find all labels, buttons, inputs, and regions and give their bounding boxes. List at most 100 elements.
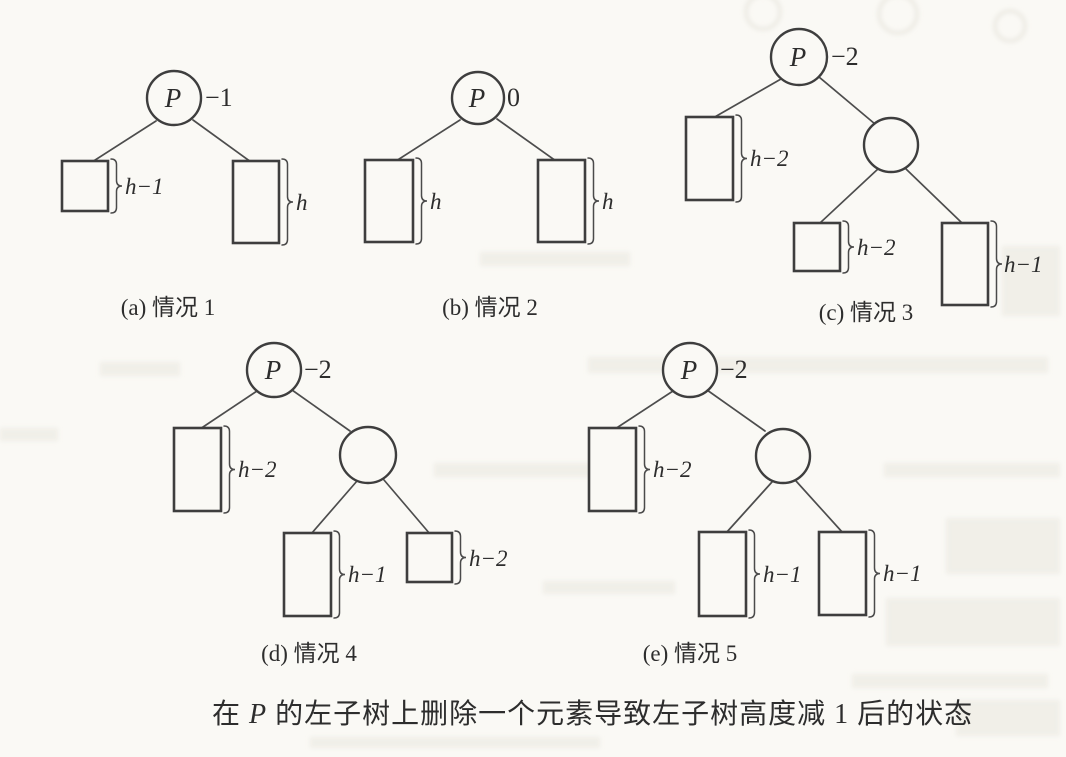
diagram-case-d: P −2 h−2 h−1 h−2 (d) 情况 4 [172, 341, 508, 666]
bleed-artifact [100, 362, 180, 376]
right-left-height-label: h−1 [348, 562, 387, 587]
bleed-artifact [434, 463, 629, 477]
height-brace [842, 220, 855, 274]
tree-edge [712, 78, 782, 119]
tree-edge [819, 167, 880, 224]
bleed-artifact [310, 737, 600, 748]
diagram-case-a: P −1 h−1 h (a) 情况 1 [60, 69, 308, 320]
bleed-artifact [852, 674, 1048, 688]
left-height-label: h−2 [750, 146, 789, 171]
left-subtree-box [684, 115, 735, 202]
left-height-label: h−2 [653, 457, 692, 482]
figure-caption-variable: P [248, 699, 267, 730]
node-p-circle [245, 341, 303, 399]
left-subtree-box [60, 159, 110, 213]
left-height-label: h [430, 189, 442, 214]
balance-factor-label: −2 [720, 355, 748, 384]
balance-factor-label: −2 [304, 355, 332, 384]
right-height-label: h [602, 189, 614, 214]
right-right-height-label: h−2 [469, 546, 508, 571]
node-p-label: P [680, 355, 698, 385]
tree-edge [192, 119, 252, 163]
balance-factor-label: −1 [205, 83, 233, 112]
balance-factor-label: 0 [507, 83, 520, 112]
case-label: (a) 情况 1 [121, 295, 216, 320]
left-subtree-box [363, 158, 415, 244]
height-brace [587, 157, 600, 245]
left-height-label: h−2 [238, 457, 277, 482]
left-subtree-box [587, 426, 638, 513]
height-brace [638, 425, 651, 514]
right-right-subtree-box [405, 531, 454, 584]
node-p-label: P [468, 83, 486, 113]
figure-caption-suffix: 的左子树上删除一个元素导致左子树高度减 1 后的状态 [267, 698, 973, 730]
left-height-label: h−1 [125, 174, 164, 199]
node-p-circle [145, 69, 203, 127]
case-label: (e) 情况 5 [643, 641, 738, 666]
bleed-artifact [480, 252, 630, 266]
balance-factor-label: −2 [831, 42, 859, 71]
right-child-circle [862, 116, 920, 174]
node-p-label: P [164, 83, 182, 113]
tree-edge [383, 479, 431, 535]
bleed-artifact [993, 9, 1027, 43]
height-brace [454, 530, 467, 585]
height-brace [735, 114, 748, 203]
height-brace [223, 425, 236, 514]
tree-edge [291, 389, 351, 432]
right-subtree-box [231, 159, 281, 245]
tree-edge [614, 390, 674, 430]
right-child-circle [754, 427, 812, 485]
right-right-subtree-box [817, 530, 868, 617]
bleed-artifact [0, 428, 58, 441]
bleed-artifact [877, 0, 919, 35]
node-p-circle [661, 341, 719, 399]
bleed-artifact [886, 598, 1060, 646]
height-brace [415, 157, 428, 245]
right-subtree-box [536, 158, 587, 244]
diagram-case-b: P 0 h h (b) 情况 2 [363, 70, 614, 320]
right-left-subtree-box [697, 530, 748, 618]
tree-edge [706, 389, 766, 432]
bleed-artifact [884, 463, 1060, 477]
height-brace [748, 529, 761, 619]
tree-edge [199, 390, 258, 430]
right-right-subtree-box [940, 221, 990, 307]
tree-edge [818, 76, 876, 125]
height-brace [333, 530, 346, 619]
diagram-case-c: P −2 h−2 h−2 h−1 (c) 情况 3 [684, 27, 1043, 325]
right-child-circle [338, 425, 398, 485]
height-brace [110, 158, 123, 214]
diagram-case-e: P −2 h−2 h−1 h−1 (e) 情况 5 [587, 341, 922, 666]
left-subtree-box [172, 426, 223, 513]
case-label: (b) 情况 2 [442, 295, 538, 320]
bleed-artifact [744, 0, 782, 31]
right-left-height-label: h−1 [763, 562, 802, 587]
height-brace [281, 158, 294, 246]
height-brace [868, 529, 881, 618]
right-right-height-label: h−1 [883, 561, 922, 586]
right-left-subtree-box [282, 531, 333, 618]
tree-edge [496, 118, 557, 162]
bleed-artifact [956, 700, 1060, 736]
case-label: (c) 情况 3 [819, 300, 914, 325]
right-left-height-label: h−2 [857, 235, 896, 260]
right-height-label: h [296, 190, 308, 215]
bleed-artifact [1002, 246, 1060, 316]
figure-caption: 在 P 的左子树上删除一个元素导致左子树高度减 1 后的状态 [212, 698, 973, 730]
height-brace [990, 220, 1003, 308]
right-left-subtree-box [792, 221, 842, 273]
bleed-artifact [588, 357, 1048, 373]
node-p-circle [450, 70, 506, 126]
node-p-label: P [264, 355, 282, 385]
node-p-label: P [789, 42, 807, 72]
tree-edge [725, 481, 773, 534]
tree-edge [91, 120, 157, 163]
bleed-artifact [946, 518, 1060, 574]
node-p-circle [769, 27, 829, 87]
case-label: (d) 情况 4 [261, 641, 357, 666]
figure-caption-prefix: 在 [212, 698, 249, 730]
